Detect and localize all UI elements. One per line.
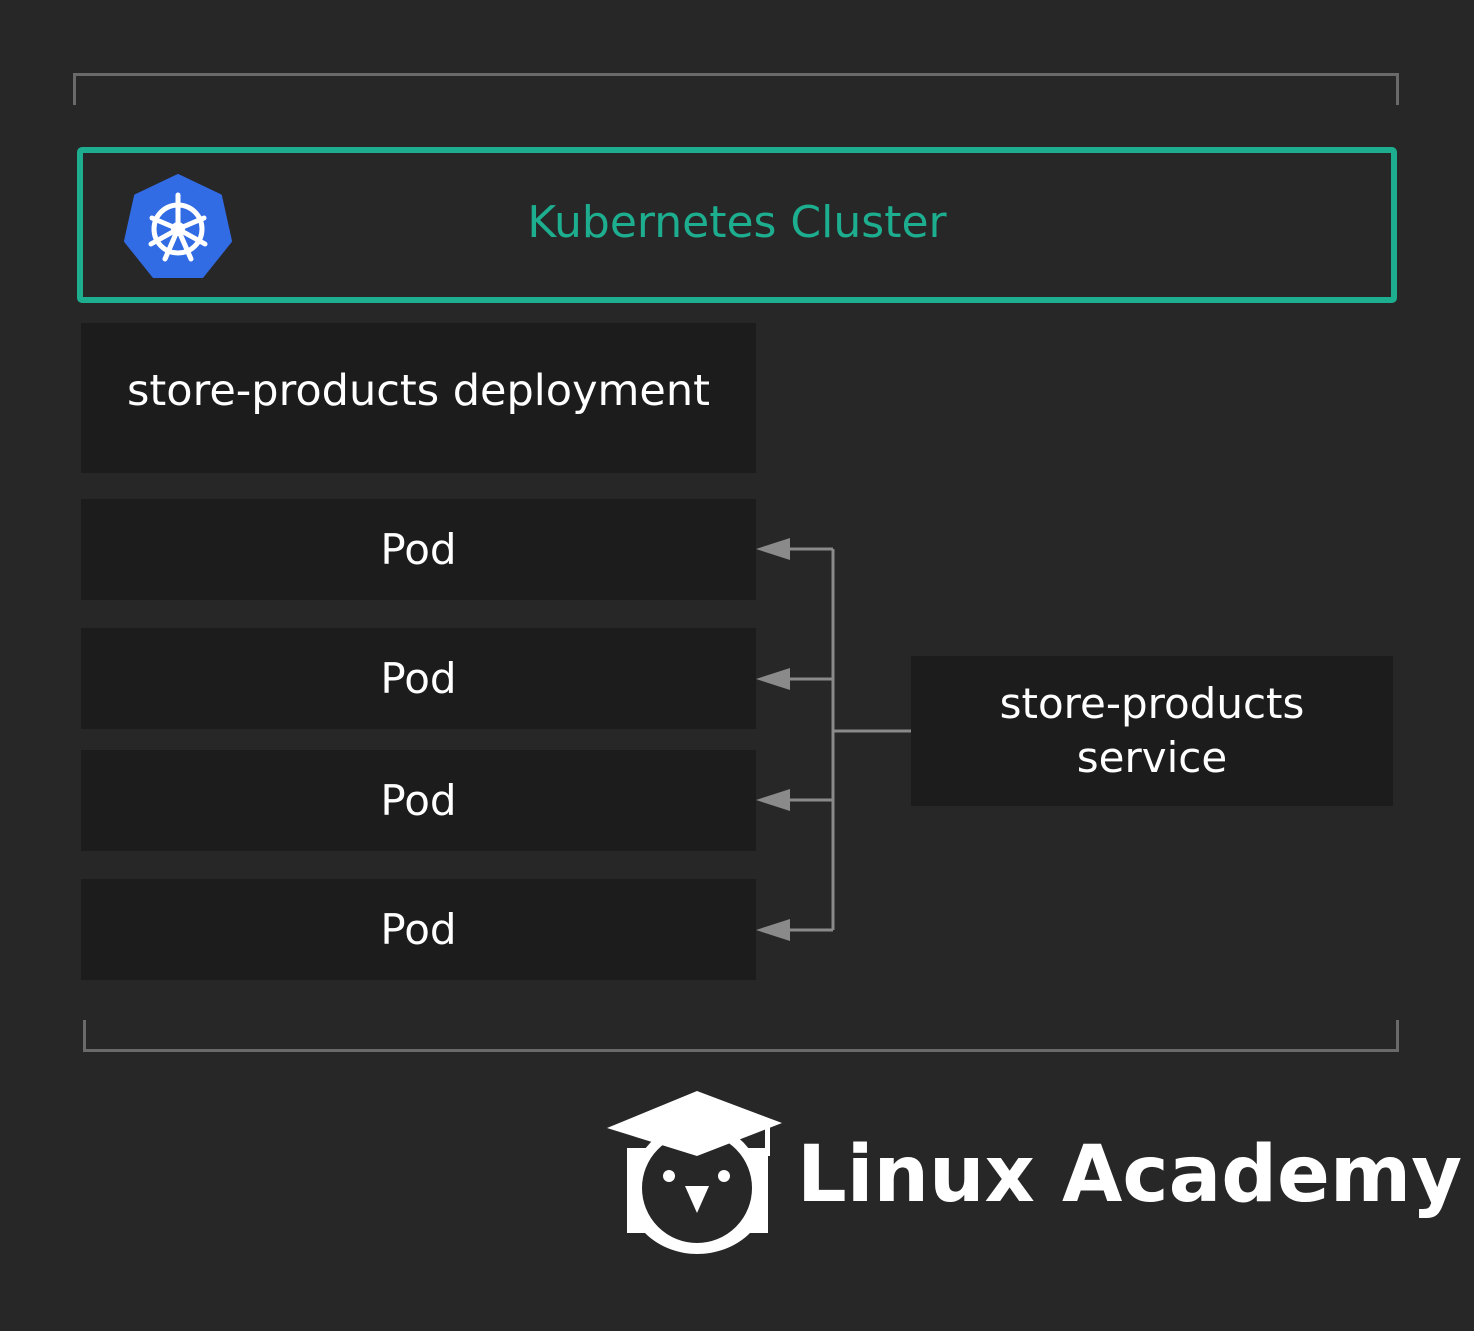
bottom-bracket [83,1020,1399,1052]
top-bracket [73,73,1399,105]
arrowhead-icon [756,668,790,690]
arrowhead-icon [756,538,790,560]
pod-box: Pod [81,750,756,851]
pod-label: Pod [380,904,457,954]
pod-box: Pod [81,628,756,729]
service-label-line2: service [1076,733,1228,782]
pod-label: Pod [380,775,457,825]
pod-box: Pod [81,879,756,980]
cluster-header: Kubernetes Cluster [77,147,1397,303]
kubernetes-helm-icon [124,174,232,278]
pod-label: Pod [380,524,457,574]
deployment-box: store-products deployment [81,323,756,473]
service-label-line1: store-products [999,679,1305,728]
brand-name: Linux Academy [797,1130,1463,1220]
pod-box: Pod [81,499,756,600]
pod-label: Pod [380,653,457,703]
arrowhead-icon [756,789,790,811]
deployment-label: store-products deployment [127,366,710,416]
cluster-title: Kubernetes Cluster [527,197,947,248]
service-box: store-products service [911,656,1393,806]
owl-graduation-cap-icon [607,1091,782,1254]
arrowhead-icon [756,919,790,941]
brand-logo: Linux Academy [605,1088,1462,1258]
